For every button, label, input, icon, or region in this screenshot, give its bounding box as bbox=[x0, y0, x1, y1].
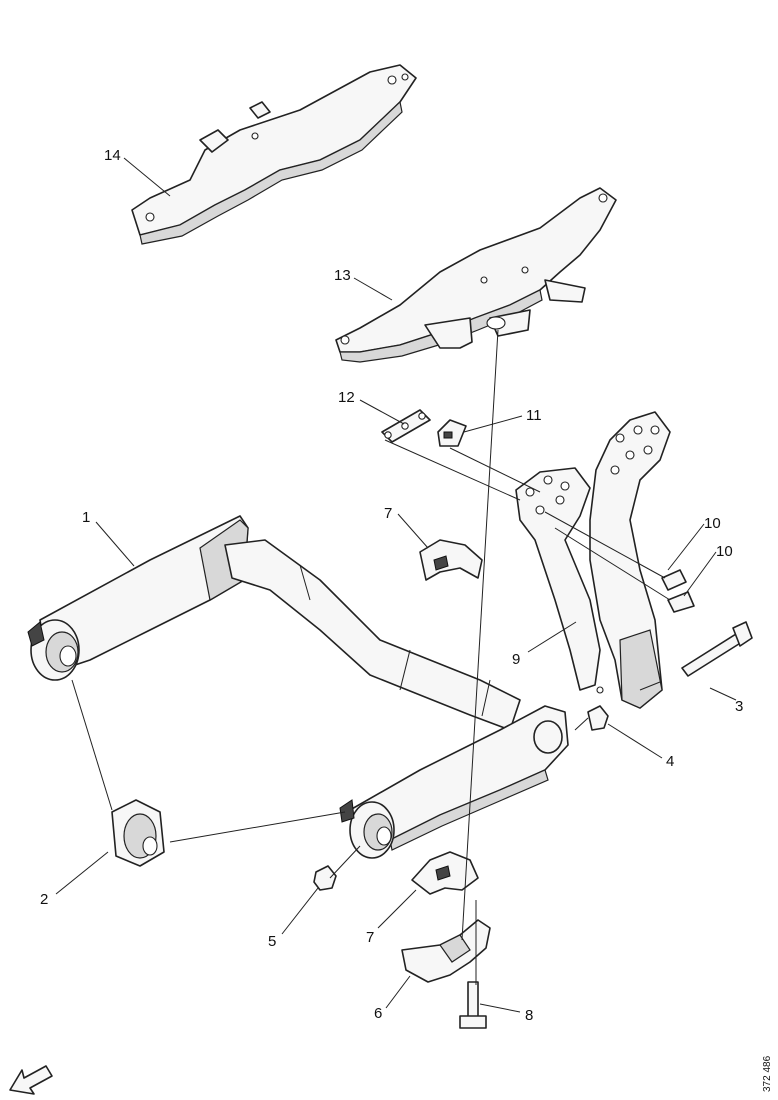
nut-part-5 bbox=[313, 865, 337, 891]
axle-beam-part-1 bbox=[27, 515, 569, 859]
callout-leaders bbox=[55, 157, 737, 1013]
bolt-part-3 bbox=[681, 621, 753, 677]
bush-part-2 bbox=[111, 799, 165, 867]
callout-9: 9 bbox=[512, 651, 520, 668]
callout-3: 3 bbox=[735, 698, 743, 715]
nut-part-4 bbox=[587, 705, 609, 731]
bearing-half-part-7-lower bbox=[411, 851, 479, 895]
callout-4: 4 bbox=[666, 753, 674, 770]
callout-1: 1 bbox=[82, 509, 90, 526]
callout-12: 12 bbox=[338, 389, 355, 406]
callout-10-upper: 10 bbox=[704, 515, 721, 532]
front-direction-arrow-icon bbox=[9, 1065, 53, 1095]
callout-2: 2 bbox=[40, 891, 48, 908]
callout-8: 8 bbox=[525, 1007, 533, 1024]
crossmember-part-14 bbox=[131, 64, 417, 245]
bolt-part-8 bbox=[459, 981, 487, 1029]
bearing-half-part-7-upper bbox=[419, 539, 483, 581]
callout-7-lower: 7 bbox=[366, 929, 374, 946]
callout-5: 5 bbox=[268, 933, 276, 950]
strap-part-12 bbox=[381, 409, 431, 443]
callout-13: 13 bbox=[334, 267, 351, 284]
callout-11: 11 bbox=[526, 407, 542, 424]
bolt-part-10-lower bbox=[667, 591, 695, 613]
callout-6: 6 bbox=[374, 1005, 382, 1022]
crossmember-part-13 bbox=[335, 187, 617, 363]
assembly-lines bbox=[71, 329, 671, 985]
bolt-part-10-upper bbox=[661, 569, 687, 591]
reference-code: 372 486 bbox=[762, 1055, 773, 1092]
clip-part-11 bbox=[437, 419, 467, 447]
callout-14: 14 bbox=[104, 147, 121, 164]
clamp-part-6 bbox=[401, 919, 491, 983]
callout-10-lower: 10 bbox=[716, 543, 733, 560]
hanger-bracket-part-9 bbox=[515, 411, 671, 709]
callout-7-upper: 7 bbox=[384, 505, 392, 522]
